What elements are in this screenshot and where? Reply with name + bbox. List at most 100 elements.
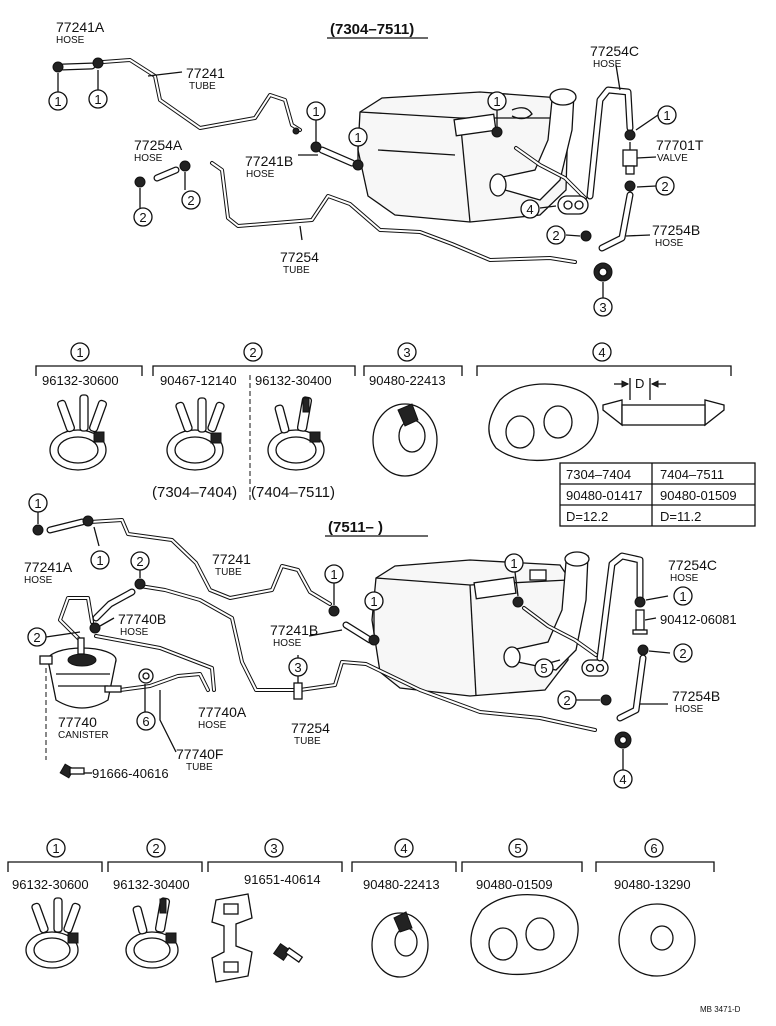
legend1-part-2a: 90467-12140 [160, 373, 237, 388]
label-77740A-sub: HOSE [198, 720, 227, 731]
table-dim-a: D=12.2 [566, 509, 608, 524]
label-77254B: 77254B [672, 688, 720, 704]
ref-3: 3 [294, 660, 301, 675]
legend-bottom: 1 2 3 4 5 6 96132-30600 96132-30400 9165… [7, 838, 715, 983]
clamp-markers-top [52, 57, 636, 242]
legend2-part-5: 90480-01509 [476, 877, 553, 892]
ref-1: 1 [312, 104, 319, 119]
legend2-header-6: 6 [650, 841, 657, 856]
ref-2: 2 [187, 193, 194, 208]
bottom-section: (7511– ) [24, 493, 737, 789]
legend1-variant-a: (7304–7404) [152, 484, 237, 501]
label-77254A-sub: HOSE [134, 153, 163, 164]
legend1-header-1: 1 [76, 345, 83, 360]
table-col-a: 7304–7404 [566, 467, 631, 482]
clamp-icon [125, 897, 179, 969]
label-77254B-sub: HOSE [675, 704, 704, 715]
ref-2: 2 [33, 630, 40, 645]
top-part-labels: 77241A HOSE 77241 TUBE 77254A HOSE 77241… [56, 19, 704, 276]
top-ref-circles: 1 1 1 1 1 1 2 2 2 2 3 4 [48, 89, 677, 317]
label-77740F-sub: TUBE [186, 762, 213, 773]
ref-4: 4 [526, 202, 533, 217]
ref-1: 1 [94, 92, 101, 107]
drawing-code: MB 3471-D [700, 1005, 741, 1014]
label-77241: 77241 [186, 65, 225, 81]
ref-2: 2 [679, 646, 686, 661]
table-col-b: 7404–7511 [660, 467, 724, 482]
label-77254-sub: TUBE [294, 736, 321, 747]
ref-1: 1 [330, 567, 337, 582]
legend2-part-4: 90480-22413 [363, 877, 440, 892]
table-part-b: 90480-01509 [660, 488, 737, 503]
label-77254: 77254 [291, 720, 330, 736]
clamp-icon [49, 394, 108, 471]
label-77254-sub: TUBE [283, 265, 310, 276]
table-dim-b: D=11.2 [660, 509, 701, 524]
ref-1: 1 [493, 94, 500, 109]
legend1-header-2: 2 [249, 345, 256, 360]
grommet-3-top [593, 262, 613, 282]
label-77254C-sub: HOSE [593, 59, 622, 70]
label-77254B-sub: HOSE [655, 238, 684, 249]
bottom-range-title: (7511– ) [328, 519, 383, 536]
check-valve-icon [632, 609, 648, 635]
legend2-part-6: 90480-13290 [614, 877, 691, 892]
legend2-header-4: 4 [400, 841, 407, 856]
label-77241-sub: TUBE [215, 567, 242, 578]
grommet-spec-table: 7304–7404 7404–7511 90480-01417 90480-01… [559, 462, 756, 527]
grommet-section-view: D [602, 376, 725, 427]
ref-1: 1 [96, 553, 103, 568]
ref-1: 1 [679, 589, 686, 604]
ref-1: 1 [370, 594, 377, 609]
clamp-icon [166, 397, 225, 471]
label-77241A: 77241A [24, 559, 73, 575]
clamp-icon [25, 897, 81, 969]
legend1-part-3: 90480-22413 [369, 373, 446, 388]
ref-2: 2 [661, 179, 668, 194]
legend2-header-5: 5 [514, 841, 521, 856]
ref-1: 1 [54, 94, 61, 109]
dimension-label: D [635, 376, 644, 391]
ref-1: 1 [354, 130, 361, 145]
legend1-part-1: 96132-30600 [42, 373, 119, 388]
grommet-icon [488, 383, 599, 462]
ref-2: 2 [563, 693, 570, 708]
label-77701T: 77701T [656, 137, 704, 153]
label-77701T-sub: VALVE [657, 153, 688, 164]
clamp-markers-bottom [32, 515, 649, 706]
label-77241B: 77241B [245, 153, 293, 169]
top-range-title: (7304–7511) [330, 21, 414, 38]
grommet-icon [618, 903, 696, 977]
bracket-icon [211, 893, 304, 983]
ref-1: 1 [663, 108, 670, 123]
bottom-part-labels: 77241A HOSE 77241 TUBE 77740B HOSE 77241… [24, 551, 737, 781]
ref-6: 6 [142, 714, 149, 729]
ref-1: 1 [34, 496, 41, 511]
check-valve-icon [622, 142, 638, 175]
canister-icon [39, 637, 122, 709]
label-77254A: 77254A [134, 137, 183, 153]
label-77241B-sub: HOSE [273, 638, 302, 649]
label-77241A-sub: HOSE [56, 35, 85, 46]
legend2-header-2: 2 [152, 841, 159, 856]
label-77254: 77254 [280, 249, 319, 265]
legend2-part-2: 96132-30400 [113, 877, 190, 892]
legend1-variant-b: (7404–7511) [251, 484, 335, 501]
ref-3: 3 [599, 300, 606, 315]
label-77241A-sub: HOSE [24, 575, 53, 586]
label-77241A: 77241A [56, 19, 105, 35]
bolt-icon [59, 763, 85, 779]
label-77254C: 77254C [668, 557, 717, 573]
ref-5: 5 [540, 661, 547, 676]
label-77254B: 77254B [652, 222, 700, 238]
legend1-part-2b: 96132-30400 [255, 373, 332, 388]
legend-top: 1 2 3 4 96132-30600 90467-12140 96132-30… [35, 342, 756, 527]
grommet-4-top [557, 195, 589, 215]
grommet-icon [470, 893, 579, 976]
legend2-part-1: 96132-30600 [12, 877, 89, 892]
ref-2: 2 [552, 228, 559, 243]
bottom-ref-circles: 1 1 2 2 1 1 1 3 6 5 2 1 2 4 [27, 493, 693, 789]
label-77740A: 77740A [198, 704, 247, 720]
label-77740B-sub: HOSE [120, 627, 149, 638]
ref-2: 2 [139, 210, 146, 225]
